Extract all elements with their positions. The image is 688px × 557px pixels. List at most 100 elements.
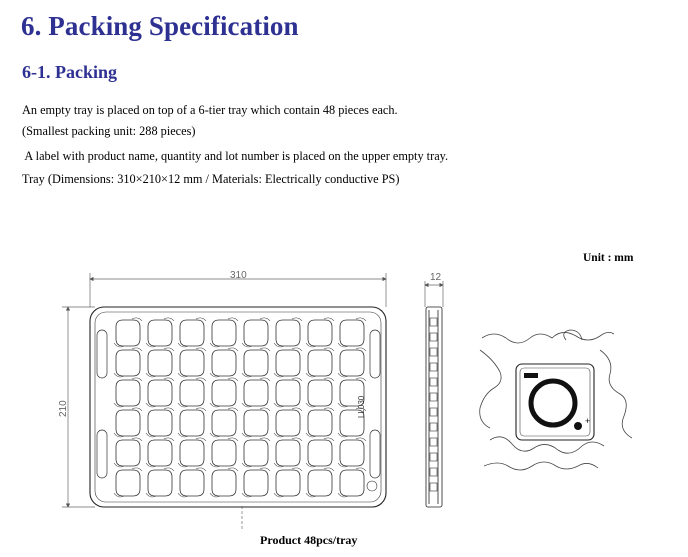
tray-pocket-rib <box>177 317 207 348</box>
side-view-rib <box>429 482 438 492</box>
tray-pocket <box>147 349 173 377</box>
detail-view: + <box>479 329 633 471</box>
tray-pocket <box>339 469 365 497</box>
tray-pocket <box>115 409 141 437</box>
thickness-dim-label: 12 <box>430 272 442 283</box>
tray-pocket-rib <box>113 407 143 438</box>
tray-pocket-rib <box>113 467 143 498</box>
tray-pocket <box>147 379 173 407</box>
tray-pocket <box>275 319 301 347</box>
tray-pocket <box>339 379 365 407</box>
tray-inner-rim <box>94 311 382 503</box>
side-view-rib <box>429 362 438 372</box>
tray-side-view <box>425 306 443 508</box>
tray-pocket <box>211 409 237 437</box>
side-view-ribs <box>429 317 438 492</box>
led-lens-ring <box>528 378 578 428</box>
height-dimension <box>62 306 95 508</box>
tray-pocket <box>243 409 269 437</box>
tray-pocket-rib <box>209 437 239 468</box>
tray-pocket <box>275 409 301 437</box>
tray-pocket-rib <box>305 317 335 348</box>
page-title: 6. Packing Specification <box>21 11 299 41</box>
tray-pocket-rib <box>145 467 175 498</box>
tray-pocket <box>243 349 269 377</box>
height-dim-label: 210 <box>58 400 69 417</box>
tray-pocket-rib <box>209 407 239 438</box>
tray-pocket <box>147 319 173 347</box>
polarity-plus: + <box>585 416 590 426</box>
tray-pocket <box>115 439 141 467</box>
tray-pocket-rib <box>177 437 207 468</box>
tray-pocket-rib <box>337 317 367 348</box>
tray-pocket <box>147 409 173 437</box>
tray-pocket-rib <box>241 407 271 438</box>
tray-pocket-rib <box>337 407 367 438</box>
tray-pocket-rib <box>305 467 335 498</box>
tray-pocket <box>179 379 205 407</box>
tray-pocket-rib <box>113 317 143 348</box>
tray-pocket <box>275 349 301 377</box>
paragraph-tray-stack: An empty tray is placed on top of a 6-ti… <box>22 103 398 117</box>
side-view-rib <box>429 332 438 342</box>
unit-label: Unit : mm <box>583 252 634 264</box>
section-heading: 6-1. Packing <box>22 62 118 82</box>
tray-pocket-rib <box>305 377 335 408</box>
tray-pocket <box>339 319 365 347</box>
tray-pocket <box>339 439 365 467</box>
tray-pocket <box>307 379 333 407</box>
tray-pocket <box>115 319 141 347</box>
width-dim-label: 310 <box>230 270 247 281</box>
tray-pocket <box>115 379 141 407</box>
tray-pocket <box>115 349 141 377</box>
tray-pocket-rib <box>241 467 271 498</box>
polarity-dot <box>574 422 582 430</box>
tray-pocket <box>275 439 301 467</box>
tray-pocket-rib <box>177 347 207 378</box>
tray-pocket <box>307 319 333 347</box>
tray-pocket-rib <box>113 377 143 408</box>
tray-pocket-rib <box>241 317 271 348</box>
tray-marking: LL030 <box>357 395 366 418</box>
side-view-rib <box>429 452 438 462</box>
tray-pocket-rib <box>305 347 335 378</box>
tray-pocket <box>211 319 237 347</box>
side-view-rib <box>429 467 438 477</box>
tray-pocket <box>339 349 365 377</box>
tray-pocket-rib <box>241 437 271 468</box>
tray-pocket <box>147 469 173 497</box>
led-package-outline <box>515 363 595 441</box>
tray-pocket <box>211 379 237 407</box>
tray-pocket <box>115 469 141 497</box>
tray-pocket <box>243 439 269 467</box>
tray-pocket-rib <box>177 377 207 408</box>
thickness-dimension <box>424 281 444 307</box>
tray-pocket-rib <box>145 347 175 378</box>
tray-pocket-rib <box>177 407 207 438</box>
tray-pocket <box>147 439 173 467</box>
paragraph-packing-unit: (Smallest packing unit: 288 pieces) <box>22 124 196 138</box>
tray-pocket-rib <box>209 467 239 498</box>
tray-pocket-rib <box>209 377 239 408</box>
tray-pocket-rib <box>273 347 303 378</box>
side-view-rib <box>429 377 438 387</box>
side-view-rib <box>429 317 438 327</box>
side-view-rib <box>429 347 438 357</box>
tray-pocket-rib <box>145 317 175 348</box>
tray-pocket <box>339 409 365 437</box>
tray-pocket-rib <box>113 347 143 378</box>
tray-pocket-rib <box>241 347 271 378</box>
tray-pocket-rib <box>113 437 143 468</box>
paragraph-label: A label with product name, quantity and … <box>22 149 449 163</box>
side-view-rib <box>429 392 438 402</box>
tray-pocket <box>243 379 269 407</box>
tray-pocket <box>179 409 205 437</box>
tray-pocket <box>307 469 333 497</box>
tray-pocket-rib <box>145 377 175 408</box>
recycle-mark-icon <box>366 480 378 492</box>
tray-pocket <box>243 469 269 497</box>
tray-pocket <box>275 469 301 497</box>
tray-pocket-rib <box>337 467 367 498</box>
tray-slot-left-top <box>96 329 108 379</box>
